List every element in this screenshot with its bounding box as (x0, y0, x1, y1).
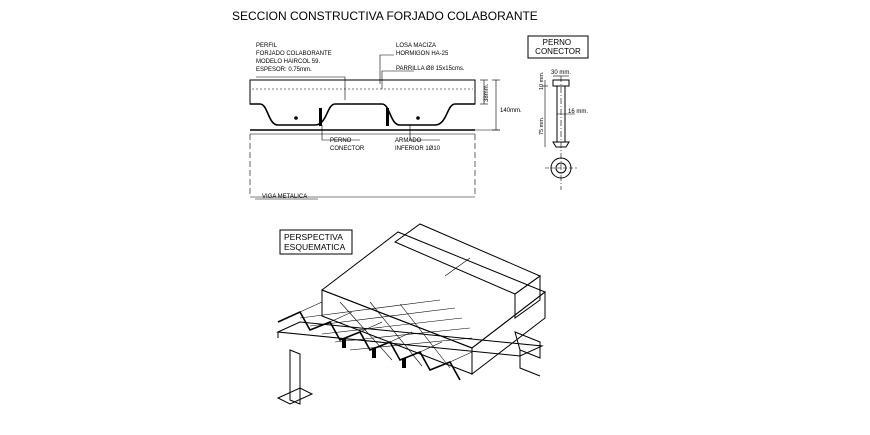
leader-parrilla (381, 70, 414, 89)
slab-top-face (320, 231, 546, 349)
label-parrilla: PARRILLA Ø8 15x15cms. (396, 66, 465, 72)
slab-cut-face (321, 289, 473, 375)
dim-shank-text: 16 mm. (568, 109, 588, 115)
perspective-studs (342, 338, 406, 368)
rebar-dot (416, 116, 420, 120)
perspective-title-box (279, 229, 353, 255)
dim-slab-text: 38mm. (484, 83, 490, 102)
dim-length-text: 75 mm. (539, 116, 545, 135)
leader-perfil (256, 76, 346, 100)
dim-head-h-text: 10 mm. (539, 71, 545, 90)
stud-weld (552, 141, 570, 148)
beam-bottom-flange (276, 387, 314, 405)
section-view: PERFIL FORJADO COLABORANTE MODELO HAIRCO… (249, 43, 522, 200)
slab-band-side (514, 275, 541, 319)
slab-concrete (249, 79, 476, 126)
leader-armado (409, 125, 440, 141)
steel-deck-profile (250, 103, 475, 126)
stud-connector (386, 108, 389, 126)
connector-title: PERNO CONECTOR (535, 38, 581, 56)
dim-total-text: 140mm. (500, 108, 522, 114)
leader-perno (321, 125, 360, 141)
label-perfil: PERFIL FORJADO COLABORANTE MODELO HAIRCO… (256, 43, 333, 73)
label-armado: ARMADO INFERIOR 1Ø10 (395, 138, 441, 152)
steel-deck-back (299, 301, 473, 363)
label-viga: VIGA METALICA (262, 194, 307, 200)
leader-losa (379, 54, 394, 84)
slab-band-top (393, 223, 542, 295)
dim-head-text: 30 mm. (551, 70, 571, 76)
beam-web (289, 349, 301, 405)
slab-band-line (444, 257, 471, 277)
label-perno: PERNO CONECTOR (330, 138, 365, 152)
beam-top-flange (276, 321, 544, 357)
rebar-mesh (299, 299, 473, 369)
rebar-dot (294, 116, 298, 120)
connector-title-box (527, 35, 589, 59)
drawing-title: SECCION CONSTRUCTIVA FORJADO COLABORANTE (232, 9, 538, 23)
perspective-view: PERSPECTIVA ESQUEMATICA (276, 223, 546, 405)
connector-detail: PERNO CONECTOR 30 mm. 10 mm. 75 mm. 16 m… (527, 35, 589, 190)
label-losa: LOSA MACIZA HORMIGON HA-25 (396, 43, 449, 57)
steel-deck (277, 310, 461, 381)
perspective-title: PERSPECTIVA ESQUEMATICA (284, 232, 346, 252)
stud-connector (319, 108, 322, 126)
